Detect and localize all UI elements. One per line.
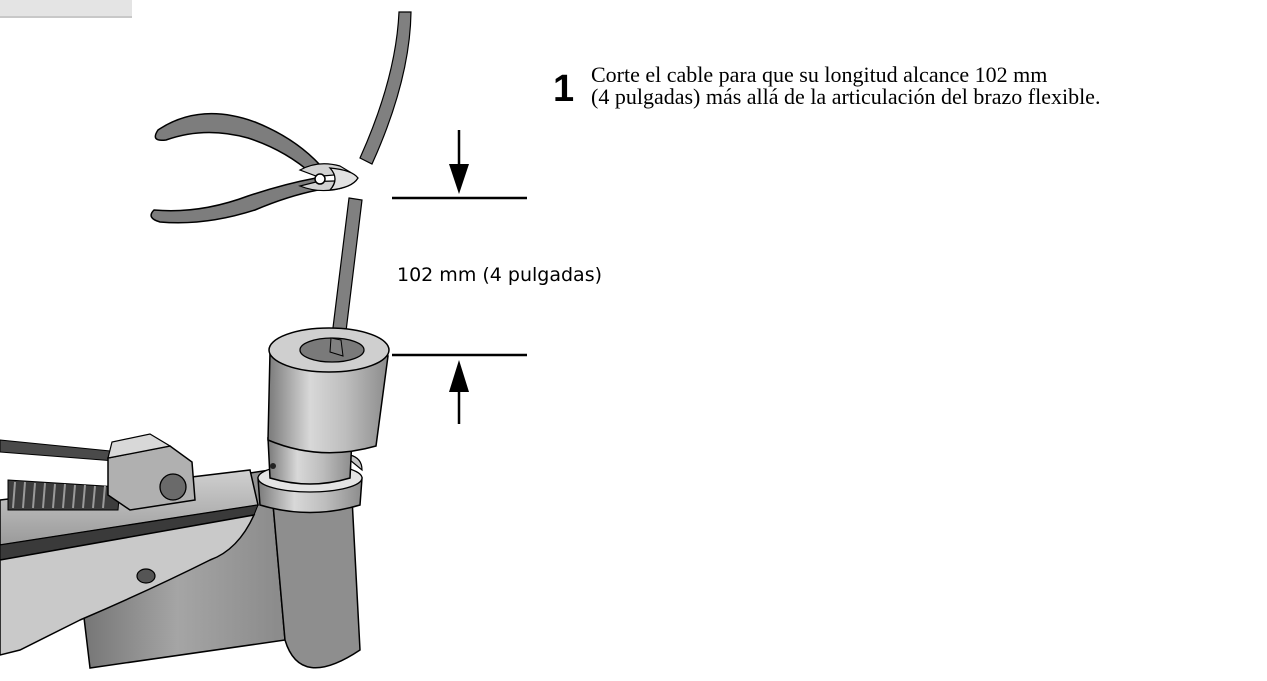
arrow-down-icon — [449, 130, 469, 194]
wire-cutter-icon — [150, 112, 359, 224]
step-text-line-2: (4 pulgadas) más allá de la articulación… — [591, 84, 1101, 109]
page-tab-corner — [0, 0, 132, 18]
arrow-up-icon — [449, 360, 469, 424]
cable-upper-segment — [359, 11, 412, 165]
step-text: Corte el cable para que su longitud alca… — [591, 64, 1267, 108]
joint-column — [267, 351, 389, 454]
dimension-label: 102 mm (4 pulgadas) — [397, 264, 603, 286]
step-text-line-1: Corte el cable para que su longitud alca… — [591, 62, 1048, 87]
step-number: 1 — [553, 68, 575, 110]
